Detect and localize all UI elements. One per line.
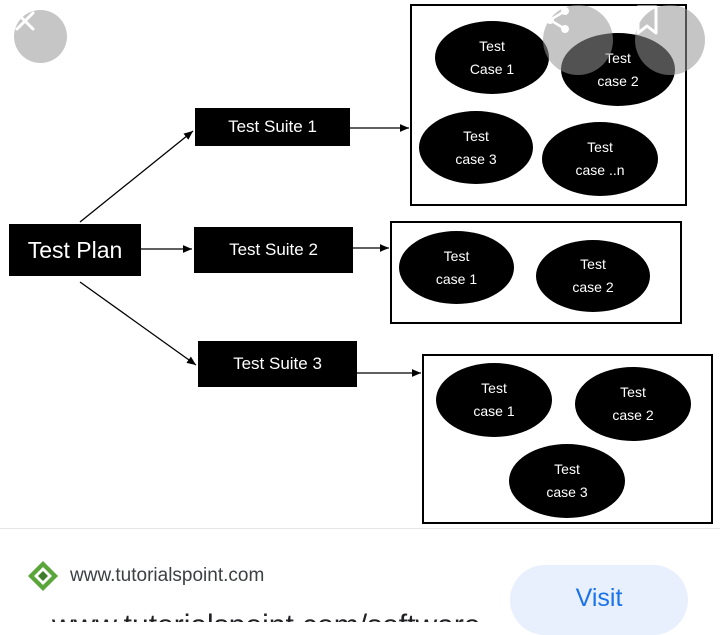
test-case-line: case 2 — [572, 279, 614, 295]
test-case-node: Test case ..n — [542, 122, 658, 196]
close-button[interactable] — [14, 10, 67, 63]
suite-1-cases-box — [410, 4, 687, 206]
test-case-line: Test — [605, 49, 631, 66]
test-case-line: case 1 — [435, 270, 478, 287]
test-case-node: Test case 1 — [436, 363, 552, 437]
test-case-line: Test — [463, 127, 489, 144]
site-domain: www.tutorialspoint.com — [70, 565, 265, 586]
connector-lines — [79, 124, 421, 377]
test-case-line: case 1 — [473, 403, 515, 419]
close-icon — [15, 11, 35, 31]
site-link[interactable]: www.tutorialspoint.com — [26, 559, 264, 593]
test-case-node: Test case 2 — [536, 240, 650, 312]
test-case-line: case 2 — [597, 72, 639, 89]
bookmark-button[interactable] — [635, 5, 705, 75]
test-case-line: Test — [580, 256, 606, 272]
arrow-plan-to-suite1 — [79, 130, 194, 223]
test-case-line: Test — [620, 384, 646, 400]
tutorialspoint-logo-icon — [28, 561, 58, 591]
test-case-node: Test case 3 — [419, 111, 533, 184]
test-case-line: case 3 — [546, 484, 588, 500]
diagram-image[interactable]: Test Plan Test Suite 1 Test Suite 2 Test… — [0, 0, 720, 528]
test-case-line: case 2 — [612, 407, 654, 423]
result-footer: www.tutorialspoint.com Visit www.tutoria… — [0, 528, 720, 635]
test-case-node: Test case 2 — [575, 367, 691, 441]
visit-button[interactable]: Visit — [510, 565, 688, 635]
test-case-node: Test case 3 — [509, 444, 625, 518]
share-icon — [546, 7, 569, 33]
test-case-line: Test — [479, 37, 505, 54]
suite-3-cases-box — [422, 354, 713, 524]
test-case-line: Test — [443, 247, 470, 264]
suite-2-cases-box — [390, 221, 682, 324]
test-suite-1-node: Test Suite 1 — [195, 108, 350, 146]
test-case-line: Test — [481, 380, 507, 396]
test-suite-3-node: Test Suite 3 — [198, 341, 357, 387]
test-case-node: Test Case 1 — [435, 21, 549, 94]
test-plan-node: Test Plan — [9, 224, 141, 276]
test-case-node: Test case 1 — [399, 231, 514, 304]
arrow-plan-to-suite3 — [79, 281, 197, 366]
result-title[interactable]: www.tutorialspoint.com/software — [0, 611, 500, 622]
share-button[interactable] — [543, 5, 613, 75]
test-case-line: Test — [587, 139, 613, 155]
test-case-line: Test — [554, 461, 580, 477]
test-case-line: case 3 — [455, 150, 497, 167]
bookmark-icon — [636, 5, 658, 35]
test-case-line: case ..n — [575, 162, 625, 178]
test-case-line: Case 1 — [469, 60, 515, 77]
test-suite-2-node: Test Suite 2 — [194, 227, 353, 273]
